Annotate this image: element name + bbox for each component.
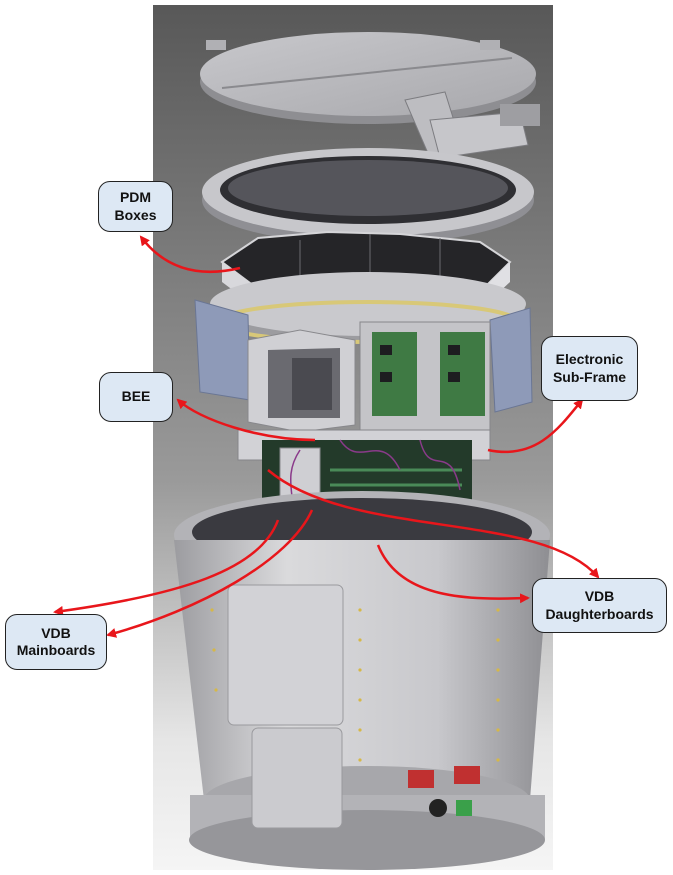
arrow-pdm-boxes [139,235,241,273]
arrow-bee [176,398,316,442]
arrow-electronic-sub-frame [487,398,584,454]
focal-plate [210,272,526,344]
arrow-vdb-daughter-1 [267,469,600,579]
vdb-mainboards-label-line2: Mainboards [16,642,96,658]
right-radiator-panel [489,307,533,413]
electronic-sub-frame-label-line1: Electronic [555,351,624,367]
vdb-daughterboards-label-line2: Daughterboards [545,605,654,622]
bee-callout: BEE [99,372,173,422]
arrow-vdb-main-2 [106,509,314,638]
vdb-mainboards-callout: VDB Mainboards [5,614,107,670]
arrow-vdb-daughter-2 [376,544,530,604]
left-radiator-panel [194,299,251,401]
pdm-boxes-label-line2: Boxes [114,206,157,223]
vdb-mainboards-label-line1: VDB [41,624,71,641]
bee-label: BEE [121,388,151,405]
lens-ring [202,148,534,244]
electronic-sub-frame-callout: Electronic Sub-Frame [541,336,638,401]
lid-hinge-mechanism [404,91,540,159]
pdm-boxes-label-line1: PDM [119,189,152,205]
top-lid [200,32,536,124]
electronic-sub-frame-label-line2: Sub-Frame [552,368,627,385]
main-body-cylinder [174,491,550,870]
arrow-vdb-main-1 [53,519,280,616]
annotation-arrows [53,235,600,638]
vdb-daughterboards-callout: VDB Daughterboards [532,578,667,633]
pdm-boxes-callout: PDM Boxes [98,181,173,232]
vdb-daughterboards-label-line1: VDB [584,588,615,604]
bee-box [247,329,356,433]
